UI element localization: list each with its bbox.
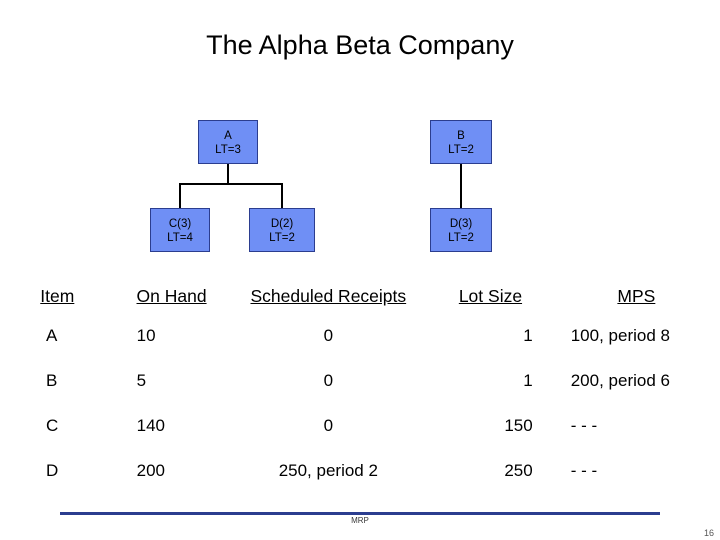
bom-node-d3-leadtime: LT=2 — [448, 232, 474, 244]
connector-c-vertical — [179, 183, 181, 208]
bom-node-a-label: A — [224, 130, 232, 142]
table-row: B 5 0 1 200, period 6 — [0, 358, 720, 403]
cell-lot-size: 1 — [523, 371, 533, 390]
cell-mps: 100, period 8 — [570, 326, 670, 345]
footer-label: MRP — [351, 516, 369, 525]
bom-node-c-label: C(3) — [168, 218, 192, 230]
column-header-scheduled-receipts: Scheduled Receipts — [250, 286, 407, 306]
connector-horizontal-bar — [179, 183, 282, 185]
bom-node-b-label: B — [457, 130, 465, 142]
cell-on-hand: 10 — [136, 326, 156, 345]
cell-item: A — [46, 326, 58, 345]
cell-scheduled-receipts: 0 — [323, 416, 334, 435]
bom-node-c-leadtime: LT=4 — [167, 232, 193, 244]
table-header: Item On Hand Scheduled Receipts Lot Size… — [0, 286, 720, 313]
bom-node-a: A LT=3 — [198, 120, 258, 164]
cell-lot-size: 1 — [523, 326, 533, 345]
column-header-lot-size: Lot Size — [458, 286, 523, 306]
cell-lot-size: 150 — [504, 416, 533, 435]
table-row: D 200 250, period 2 250 - - - — [0, 448, 720, 493]
bom-node-b: B LT=2 — [430, 120, 492, 164]
column-header-item: Item — [40, 286, 75, 306]
bom-node-d2: D(2) LT=2 — [249, 208, 315, 252]
table-body: A 10 0 1 100, period 8 B 5 0 1 200, peri… — [0, 313, 720, 493]
cell-scheduled-receipts: 0 — [323, 326, 334, 345]
bom-node-a-leadtime: LT=3 — [215, 144, 241, 156]
cell-item: D — [46, 461, 59, 480]
connector-b-vertical — [460, 164, 462, 208]
cell-lot-size: 250 — [504, 461, 533, 480]
bom-node-d3: D(3) LT=2 — [430, 208, 492, 252]
page-title: The Alpha Beta Company — [206, 30, 514, 60]
cell-scheduled-receipts: 0 — [323, 371, 334, 390]
table-row: C 140 0 150 - - - — [0, 403, 720, 448]
table-header-row: Item On Hand Scheduled Receipts Lot Size… — [0, 286, 720, 313]
cell-mps: - - - — [570, 461, 598, 480]
bom-node-d3-label: D(3) — [449, 218, 473, 230]
cell-on-hand: 140 — [136, 416, 165, 435]
cell-item: C — [46, 416, 59, 435]
cell-item: B — [46, 371, 58, 390]
bom-node-c: C(3) LT=4 — [150, 208, 210, 252]
item-data-table: Item On Hand Scheduled Receipts Lot Size… — [0, 286, 720, 493]
cell-on-hand: 5 — [136, 371, 147, 390]
cell-mps: - - - — [570, 416, 598, 435]
bom-node-b-leadtime: LT=2 — [448, 144, 474, 156]
bom-node-d2-label: D(2) — [270, 218, 294, 230]
cell-on-hand: 200 — [136, 461, 165, 480]
footer-divider — [60, 512, 660, 515]
cell-mps: 200, period 6 — [570, 371, 670, 390]
page-number: 16 — [703, 528, 714, 538]
connector-d2-vertical — [281, 183, 283, 208]
table: Item On Hand Scheduled Receipts Lot Size… — [0, 286, 720, 493]
connector-a-vertical — [227, 164, 229, 184]
table-row: A 10 0 1 100, period 8 — [0, 313, 720, 358]
cell-scheduled-receipts: 250, period 2 — [278, 461, 378, 480]
bill-of-materials-diagram: A LT=3 B LT=2 C(3) LT=4 D(2) LT=2 D(3) L… — [0, 120, 720, 270]
column-header-on-hand: On Hand — [136, 286, 207, 306]
column-header-mps: MPS — [617, 286, 656, 306]
bom-node-d2-leadtime: LT=2 — [269, 232, 295, 244]
